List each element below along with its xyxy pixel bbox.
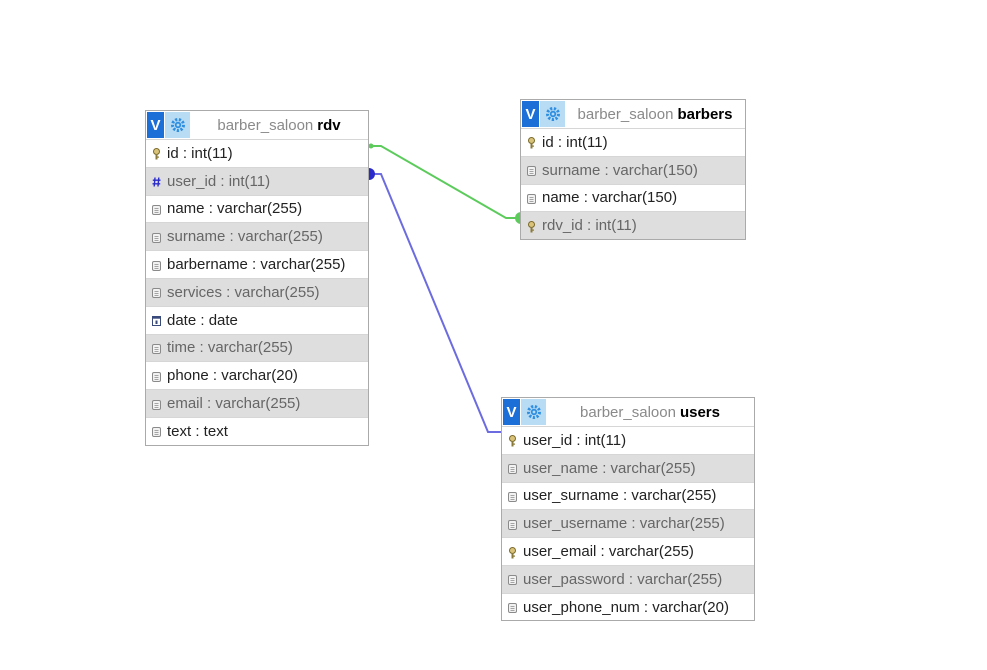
field-icon	[508, 518, 517, 530]
field-icon	[508, 490, 517, 502]
database-name: barber_saloon	[577, 105, 674, 123]
table-title[interactable]: barber_saloon users	[546, 398, 754, 426]
table-header: V barber_saloon rdv	[146, 111, 368, 139]
key-icon	[508, 546, 517, 559]
column-label: surname : varchar(255)	[167, 228, 323, 246]
column-label: user_username : varchar(255)	[523, 515, 725, 533]
column-row[interactable]: surname : varchar(150)	[521, 155, 745, 184]
column-label: user_name : varchar(255)	[523, 459, 696, 477]
field-icon	[152, 203, 161, 215]
column-label: user_password : varchar(255)	[523, 570, 723, 588]
field-icon	[527, 192, 536, 204]
column-row[interactable]: date : date	[146, 305, 368, 334]
gear-icon[interactable]	[540, 101, 565, 127]
key-icon	[508, 434, 517, 447]
column-row[interactable]: user_phone_num : varchar(20)	[502, 592, 754, 621]
column-row[interactable]: user_id : int(11)	[146, 166, 368, 195]
column-label: id : int(11)	[542, 133, 608, 151]
column-row[interactable]: barbername : varchar(255)	[146, 250, 368, 278]
column-row[interactable]: user_password : varchar(255)	[502, 564, 754, 593]
column-label: user_id : int(11)	[167, 172, 271, 190]
database-name: barber_saloon	[580, 403, 676, 421]
table-users[interactable]: V barber_saloon users user_id : int(11) u…	[501, 397, 755, 621]
column-label: name : varchar(150)	[542, 189, 678, 207]
column-row[interactable]: time : varchar(255)	[146, 333, 368, 362]
gear-icon[interactable]	[521, 399, 546, 425]
table-title[interactable]: barber_saloon barbers	[565, 100, 745, 128]
column-label: text : text	[167, 422, 228, 440]
relation-rdv-barbers[interactable]	[369, 145, 520, 219]
column-row[interactable]: phone : varchar(20)	[146, 361, 368, 389]
key-icon	[152, 147, 161, 160]
column-row[interactable]: name : varchar(255)	[146, 194, 368, 223]
calendar-icon	[152, 314, 161, 327]
table-name: barbers	[677, 105, 733, 123]
column-label: time : varchar(255)	[167, 339, 293, 357]
table-rdv[interactable]: V barber_saloon rdv id : int(11) user_id …	[145, 110, 369, 446]
column-row[interactable]: services : varchar(255)	[146, 277, 368, 306]
column-label: email : varchar(255)	[167, 395, 301, 413]
column-label: rdv_id : int(11)	[542, 217, 637, 235]
column-row[interactable]: rdv_id : int(11)	[521, 211, 745, 240]
column-row[interactable]: name : varchar(150)	[521, 183, 745, 212]
table-header: V barber_saloon barbers	[521, 100, 745, 128]
database-name: barber_saloon	[217, 116, 314, 134]
field-icon	[527, 164, 536, 177]
field-icon	[152, 259, 161, 271]
column-label: phone : varchar(20)	[167, 367, 298, 385]
column-label: services : varchar(255)	[167, 283, 320, 301]
table-name: rdv	[317, 116, 341, 134]
field-icon	[152, 231, 161, 243]
column-label: user_email : varchar(255)	[523, 543, 694, 561]
column-row[interactable]: id : int(11)	[146, 139, 368, 167]
column-label: barbername : varchar(255)	[167, 256, 346, 274]
field-icon	[508, 462, 517, 475]
column-row[interactable]: id : int(11)	[521, 128, 745, 156]
field-icon	[152, 398, 161, 410]
field-icon	[508, 573, 517, 586]
field-icon	[152, 342, 161, 354]
table-title[interactable]: barber_saloon rdv	[190, 111, 368, 139]
relation-rdv-users-start-cap	[369, 168, 375, 180]
field-icon	[152, 425, 161, 438]
column-label: surname : varchar(150)	[542, 161, 698, 179]
key-icon	[527, 220, 536, 233]
gear-icon[interactable]	[165, 112, 190, 138]
column-label: user_id : int(11)	[523, 431, 627, 449]
table-header: V barber_saloon users	[502, 398, 754, 426]
column-row[interactable]: text : text	[146, 416, 368, 445]
column-label: user_phone_num : varchar(20)	[523, 598, 729, 616]
field-icon	[152, 370, 161, 382]
column-row[interactable]: surname : varchar(255)	[146, 222, 368, 251]
view-button[interactable]: V	[503, 399, 520, 425]
relation-rdv-barbers-start-dot	[368, 143, 374, 149]
column-label: name : varchar(255)	[167, 200, 303, 218]
column-row[interactable]: user_email : varchar(255)	[502, 537, 754, 565]
hash-icon	[152, 175, 161, 187]
key-icon	[527, 136, 536, 149]
field-icon	[508, 601, 517, 614]
relation-rdv-users[interactable]	[369, 173, 501, 433]
relation-rdv-barbers-end-cap	[515, 212, 521, 224]
view-button[interactable]: V	[147, 112, 164, 138]
column-label: id : int(11)	[167, 144, 233, 162]
column-row[interactable]: user_username : varchar(255)	[502, 509, 754, 538]
table-name: users	[679, 403, 720, 421]
view-button[interactable]: V	[522, 101, 539, 127]
table-barbers[interactable]: V barber_saloon barbers id : int(11) surn…	[520, 99, 746, 240]
column-label: date : date	[167, 311, 238, 329]
column-row[interactable]: email : varchar(255)	[146, 389, 368, 417]
field-icon	[152, 286, 161, 299]
column-label: user_surname : varchar(255)	[523, 487, 717, 505]
column-row[interactable]: user_id : int(11)	[502, 426, 754, 454]
column-row[interactable]: user_surname : varchar(255)	[502, 481, 754, 510]
column-row[interactable]: user_name : varchar(255)	[502, 453, 754, 482]
